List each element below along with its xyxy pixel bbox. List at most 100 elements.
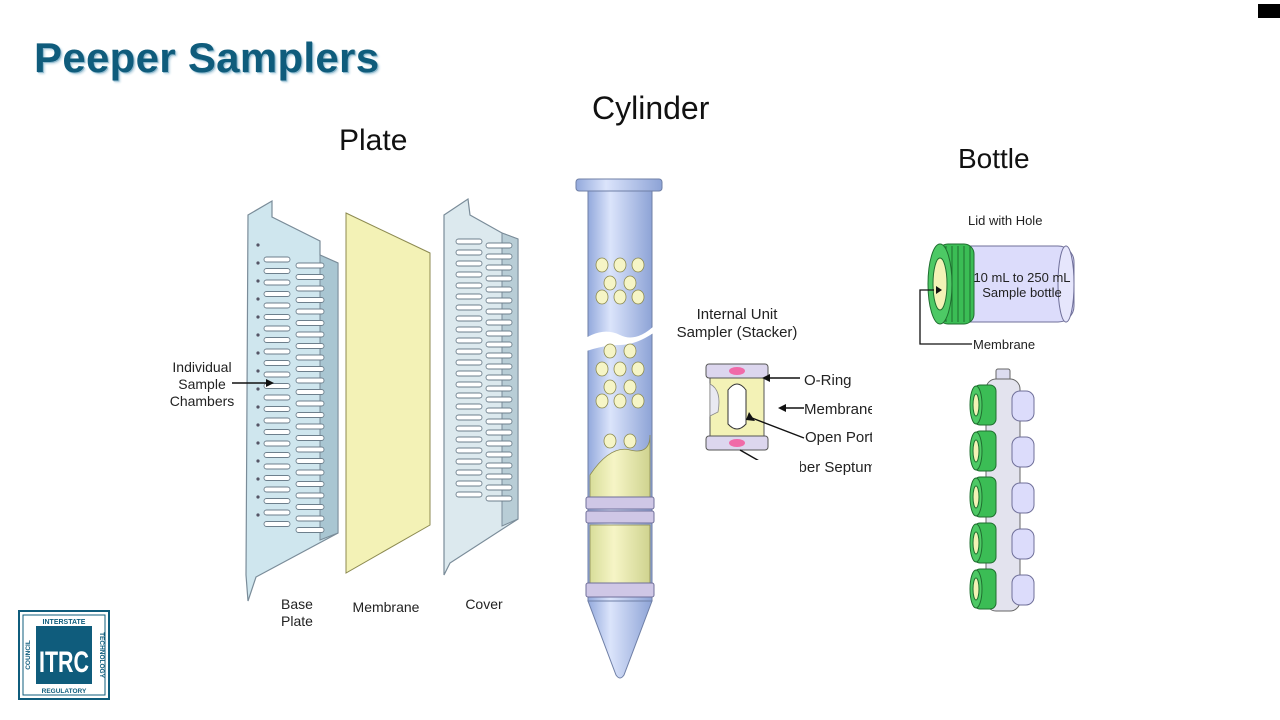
stacker-inset-diagram xyxy=(705,363,805,460)
page-title: Peeper Samplers xyxy=(34,34,380,81)
inset-label-clip: O-Ring Membrane Open Port Rubber Septum xyxy=(800,368,872,483)
cover-slot xyxy=(455,348,483,355)
cover-slot xyxy=(485,275,513,282)
plate-hole xyxy=(256,513,260,517)
chamber-slot xyxy=(295,366,325,372)
cover-slot xyxy=(455,304,483,311)
cylinder-hole xyxy=(595,257,609,273)
rack-bottle-body xyxy=(1011,482,1035,514)
cover-slot xyxy=(455,370,483,377)
plate-hole xyxy=(256,279,260,283)
cover-slot xyxy=(485,297,513,304)
chamber-slot xyxy=(295,308,325,315)
cover-slot xyxy=(485,407,513,414)
cover-slot xyxy=(455,326,483,333)
logo-ring-top: INTERSTATE xyxy=(43,619,86,626)
cover-slot xyxy=(455,491,483,498)
cover-slot xyxy=(485,253,513,260)
sample-bottle-figure xyxy=(919,243,1075,345)
plate-diagram xyxy=(232,197,519,602)
chamber-slot xyxy=(295,274,325,280)
chamber-slot xyxy=(295,389,325,395)
chamber-slot xyxy=(263,394,291,401)
chamber-slot xyxy=(263,463,291,470)
cylinder-hole xyxy=(603,275,617,291)
bottle-size-label: 10 mL to 250 mL Sample bottle xyxy=(973,270,1071,300)
cover-slot xyxy=(485,429,513,436)
chamber-slot xyxy=(295,377,325,384)
cover-label: Cover xyxy=(465,596,503,612)
cover-slot xyxy=(485,352,513,359)
chamber-slot xyxy=(295,331,325,338)
membrane-label: Membrane xyxy=(352,599,420,615)
chamber-slot xyxy=(295,515,325,522)
cylinder-hole xyxy=(623,343,637,359)
cylinder-hole xyxy=(631,257,645,273)
cover-slot xyxy=(485,286,513,293)
bottle-heading: Bottle xyxy=(958,143,1030,174)
chamber-slot xyxy=(295,297,325,303)
cylinder-hole xyxy=(631,361,645,377)
chamber-slot xyxy=(295,527,325,533)
plate-hole xyxy=(256,261,260,265)
cover-slot xyxy=(455,480,483,487)
chamber-slot xyxy=(295,320,325,326)
chamber-slot xyxy=(263,509,291,516)
plate-hole xyxy=(256,459,260,463)
chamber-slot xyxy=(295,504,325,510)
cover-slot xyxy=(455,425,483,432)
cover-slot xyxy=(455,282,483,289)
cylinder-hole xyxy=(595,361,609,377)
rack-bottle-body xyxy=(1011,528,1035,560)
logo-acronym: ITRC xyxy=(39,646,89,679)
open-port-label: Open Port xyxy=(805,429,872,446)
cover-slot xyxy=(485,374,513,381)
plate-hole xyxy=(256,405,260,409)
cylinder-hole xyxy=(595,289,609,305)
chamber-slot xyxy=(295,446,325,453)
logo-ring-right: TECHNOLOGY xyxy=(98,632,105,679)
chamber-slot xyxy=(263,521,291,527)
cylinder-hole xyxy=(631,393,645,409)
chamber-slot xyxy=(263,440,291,447)
cylinder-hole xyxy=(631,289,645,305)
cover-slot xyxy=(485,473,513,480)
cover-slot xyxy=(485,462,513,469)
cover-slot xyxy=(455,458,483,465)
cylinder-hole xyxy=(603,379,617,395)
cover-slot xyxy=(485,363,513,370)
cylinder-hole xyxy=(595,393,609,409)
rack-bottle-body xyxy=(1011,574,1035,606)
cover-slot xyxy=(455,469,483,476)
cylinder-hole xyxy=(613,361,627,377)
plate-hole xyxy=(256,495,260,499)
cylinder-hole xyxy=(623,379,637,395)
chamber-slot xyxy=(295,435,325,441)
cover-slot xyxy=(455,293,483,300)
cover-slot xyxy=(485,451,513,458)
rack-bottle-membrane xyxy=(972,439,980,463)
cover-slot xyxy=(455,337,483,344)
bottle-rack-figure xyxy=(969,368,1035,612)
chamber-slot xyxy=(295,458,325,464)
plate-hole xyxy=(256,351,260,355)
chamber-slot xyxy=(295,262,325,269)
chamber-slot xyxy=(263,371,291,378)
cylinder-hole xyxy=(623,275,637,291)
chamber-slot xyxy=(295,343,325,349)
cover-slot xyxy=(455,271,483,278)
chamber-slot xyxy=(263,268,291,274)
rack-bottle-body xyxy=(1011,390,1035,422)
rack-bottle-membrane xyxy=(972,393,980,417)
rack-bottle-membrane xyxy=(972,531,980,555)
base-plate-label: Base Plate xyxy=(281,596,313,629)
chamber-slot xyxy=(263,417,291,424)
chamber-slot xyxy=(295,412,325,418)
cover-slot xyxy=(485,440,513,447)
cylinder-hole xyxy=(613,393,627,409)
plate-hole xyxy=(256,297,260,301)
chamber-slot xyxy=(295,492,325,499)
chamber-slot xyxy=(295,481,325,487)
chamber-slot xyxy=(263,279,291,286)
cover-slot xyxy=(455,447,483,454)
